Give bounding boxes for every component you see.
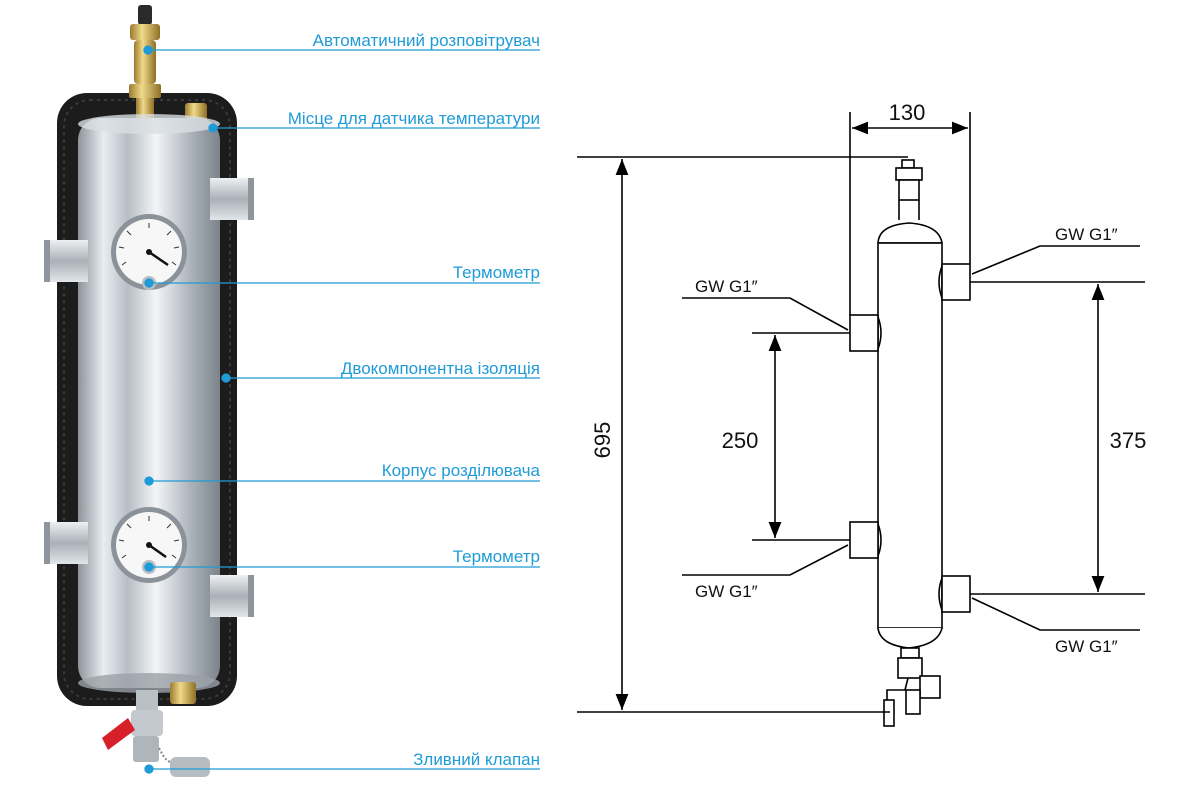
dimension-labels: 130 695 250 375 <box>590 100 1146 458</box>
thermometer-icon <box>111 507 187 583</box>
drawing-nozzle-left-top <box>849 314 879 352</box>
drawing-vessel <box>877 242 943 629</box>
nozzle-left-top <box>46 240 88 282</box>
dim-right-spacing-value: 375 <box>1110 428 1147 453</box>
callout-temp-sensor-place: Місце для датчика температури <box>288 109 540 128</box>
dim-height-value: 695 <box>590 422 615 459</box>
drain-valve-icon <box>102 690 210 777</box>
drawing-nozzle-right-top <box>941 263 971 301</box>
conn-right-top: GW G1″ <box>1055 225 1118 244</box>
callout-drain-valve: Зливний клапан <box>413 750 540 769</box>
connection-labels: GW G1″ GW G1″ GW G1″ GW G1″ <box>695 225 1118 656</box>
nozzle-left-bottom <box>46 522 88 564</box>
drawing-nozzle-left-bottom <box>849 521 879 559</box>
conn-right-bottom: GW G1″ <box>1055 637 1118 656</box>
thermometer-icon <box>111 214 187 290</box>
nozzle-right-top <box>210 178 252 220</box>
callout-lines <box>143 45 540 774</box>
product-illustration <box>44 5 254 777</box>
callout-air-vent: Автоматичний розповітрувач <box>313 31 540 50</box>
dim-width-value: 130 <box>889 100 926 125</box>
callout-insulation: Двокомпонентна ізоляція <box>341 359 540 378</box>
drawing-nozzle-right-bottom <box>941 575 971 613</box>
callout-thermometer-top: Термометр <box>453 263 540 282</box>
callout-body: Корпус розділювача <box>382 461 541 480</box>
callout-thermometer-bottom: Термометр <box>453 547 540 566</box>
dim-left-spacing-value: 250 <box>722 428 759 453</box>
callout-labels: Автоматичний розповітрувач Місце для дат… <box>288 31 541 769</box>
conn-left-bottom: GW G1″ <box>695 582 758 601</box>
nozzle-right-bottom <box>210 575 252 617</box>
technical-drawing <box>577 112 1145 727</box>
conn-left-top: GW G1″ <box>695 277 758 296</box>
separator-body <box>78 118 220 688</box>
